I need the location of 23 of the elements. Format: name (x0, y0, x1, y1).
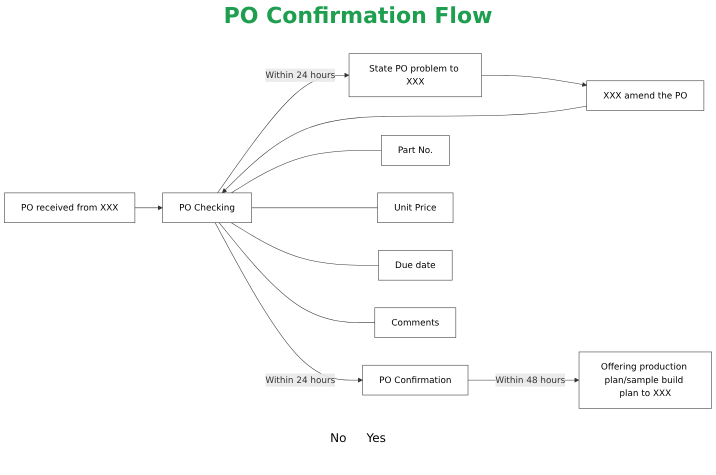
node-box: Part No. (381, 135, 450, 166)
arrow (222, 106, 587, 194)
arrow (134, 205, 163, 210)
node-box: PO received from XXX (4, 192, 136, 223)
note-text: No (330, 431, 346, 445)
node-box: Unit Price (377, 192, 454, 223)
node-box: XXX amend the PO (586, 80, 704, 111)
connector (218, 222, 376, 323)
node-box: PO Confirmation (362, 364, 468, 396)
note-text: Yes (366, 431, 386, 445)
node-box: Comments (374, 308, 456, 338)
node-box: Offering production plan/sample build plan to XXX (578, 352, 712, 409)
arrow (214, 222, 363, 383)
connector (230, 222, 379, 266)
arrow (481, 74, 587, 87)
edge-label: Within 24 hours (265, 70, 336, 80)
node-box: State PO problem to XXX (348, 53, 482, 98)
title: PO Confirmation Flow (222, 4, 494, 29)
edge-label: Within 24 hours (265, 374, 336, 386)
node-box: Due date (378, 250, 452, 280)
edge-label: Within 48 hours (495, 374, 566, 386)
connector (230, 150, 382, 194)
node-box: PO Checking (162, 192, 252, 223)
